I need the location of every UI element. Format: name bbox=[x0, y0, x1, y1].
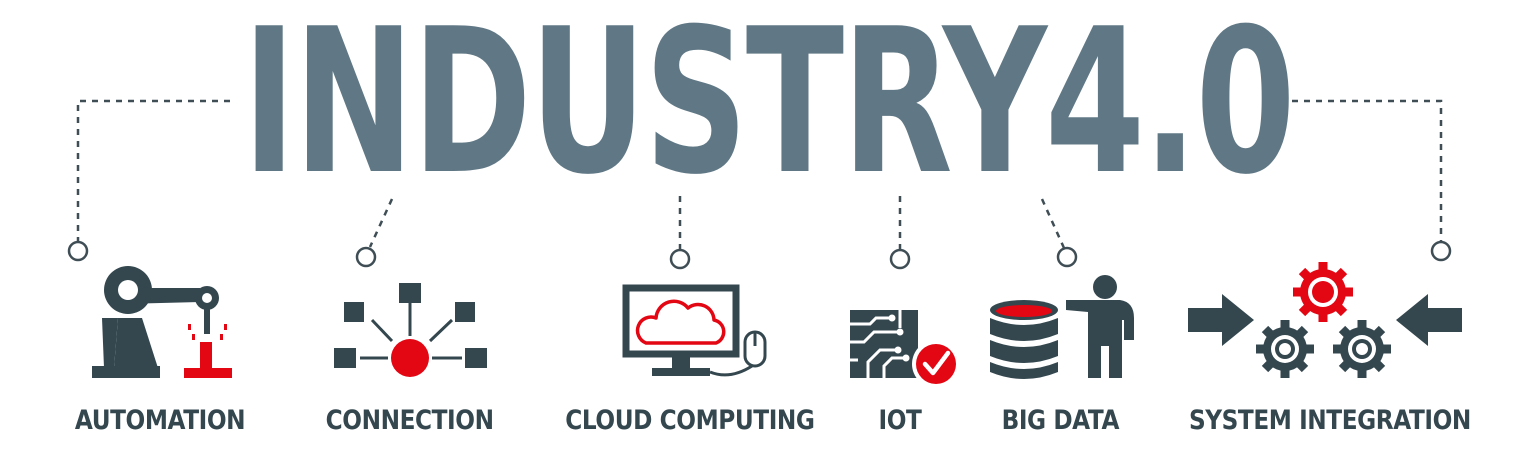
label-connection: CONNECTION bbox=[326, 404, 494, 436]
node-circle-automation bbox=[67, 240, 89, 262]
node-circle-bigdata bbox=[1056, 246, 1078, 268]
label-big-data: BIG DATA bbox=[1001, 404, 1119, 436]
connector-integration bbox=[1292, 99, 1443, 242]
label-iot: IOT bbox=[878, 404, 922, 436]
node-circle-iot bbox=[889, 248, 911, 270]
node-circle-integration bbox=[1430, 240, 1452, 262]
connector-automation bbox=[76, 99, 230, 242]
label-system-integration: SYSTEM INTEGRATION bbox=[1189, 404, 1471, 436]
node-circle-cloud bbox=[669, 248, 691, 270]
connector-connection bbox=[368, 198, 394, 248]
label-cloud-computing: CLOUD COMPUTING bbox=[565, 404, 815, 436]
node-circle-connection bbox=[355, 246, 377, 268]
connector-bigdata bbox=[1040, 198, 1066, 249]
label-automation: AUTOMATION bbox=[74, 404, 246, 436]
